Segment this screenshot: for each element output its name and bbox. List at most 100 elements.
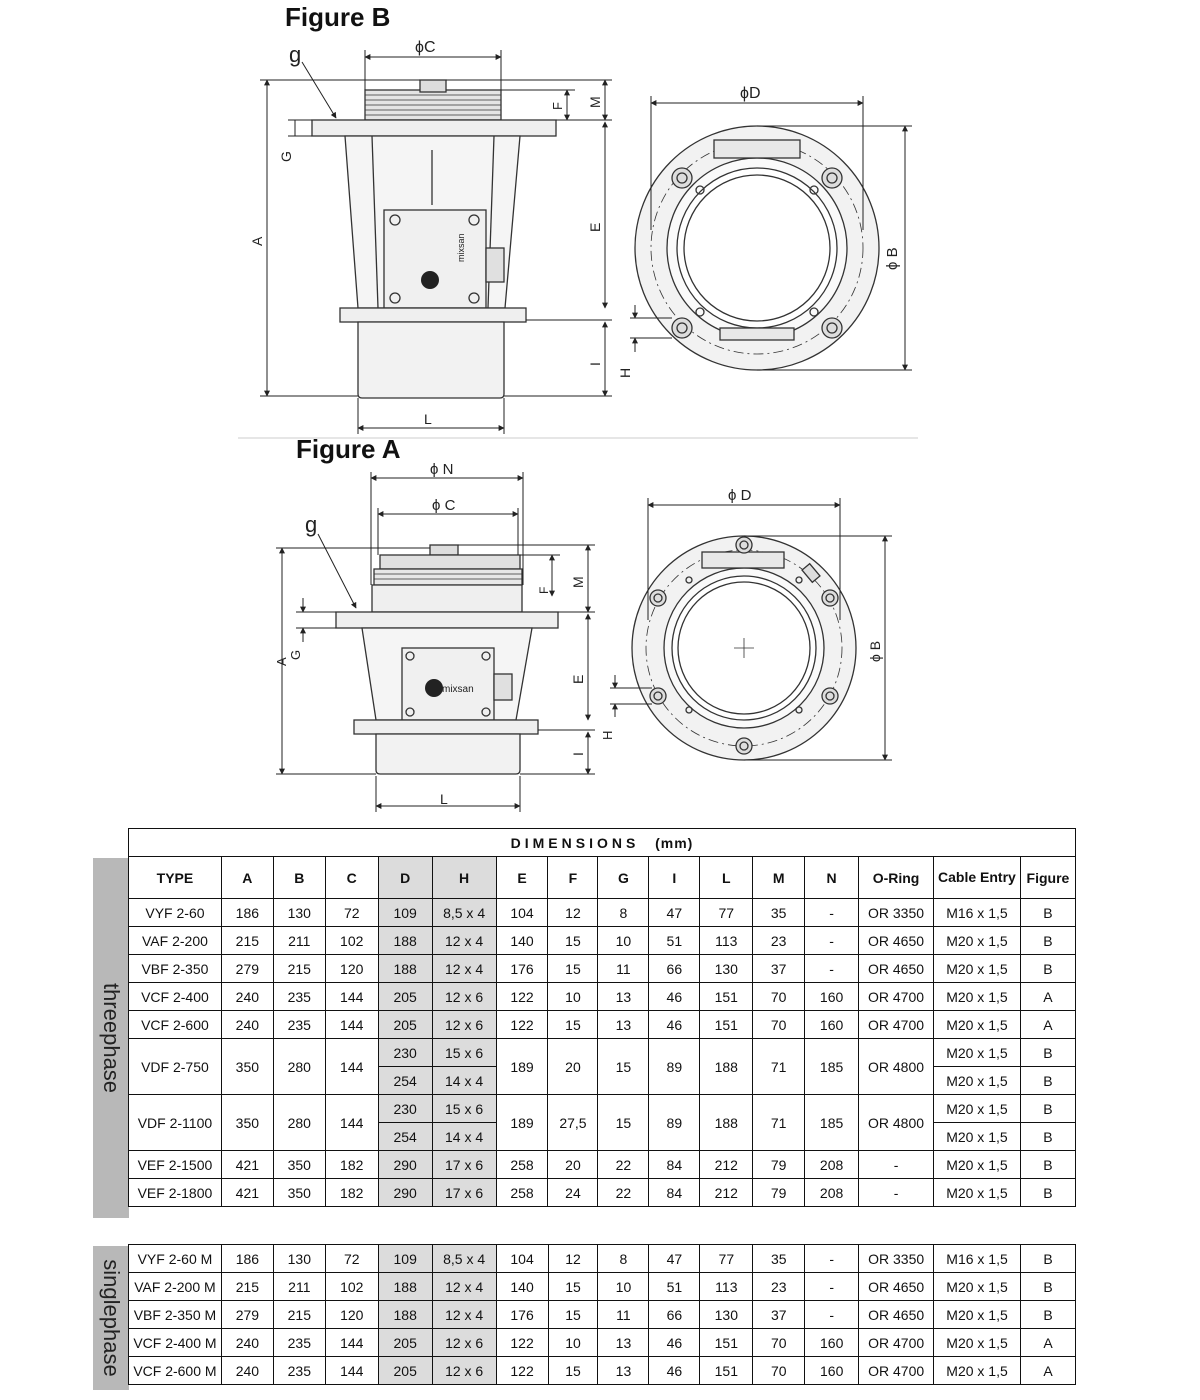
svg-text:mixsan: mixsan (442, 684, 474, 695)
table-cell: 188 (699, 1038, 754, 1095)
table-cell: 279 (220, 1300, 274, 1329)
table-cell: 122 (495, 1010, 549, 1039)
mixsan-logo: mixsan (421, 233, 466, 289)
table-cell: 15 (547, 1300, 599, 1329)
table-cell: 46 (648, 1010, 701, 1039)
table-cell: - (804, 954, 860, 983)
table-cell: 102 (324, 1272, 379, 1301)
table-cell: 144 (324, 1328, 379, 1357)
table-cell: 130 (699, 1300, 754, 1329)
table-cell: 212 (699, 1178, 754, 1207)
header-b: B (272, 856, 326, 899)
table-cell: 72 (324, 1244, 379, 1273)
table-cell: 160 (804, 982, 860, 1011)
table-cell: - (804, 926, 860, 955)
table-cell: 211 (272, 1272, 326, 1301)
figure-b-top-labels: ϕD ϕ B H (617, 85, 901, 378)
table-cell: 15 x 6 (431, 1038, 497, 1067)
table-cell: 10 (597, 1272, 650, 1301)
svg-text:A: A (249, 236, 265, 246)
table-cell: OR 4650 (858, 954, 934, 983)
table-cell: OR 4700 (858, 982, 934, 1011)
svg-text:M: M (587, 96, 603, 108)
table-cell: M16 x 1,5 (932, 898, 1021, 927)
table-cell: 176 (495, 954, 549, 983)
header-g: G (597, 856, 650, 899)
table-cell: 13 (597, 1356, 650, 1385)
table-cell: A (1019, 1328, 1077, 1357)
table-cell: 144 (324, 1356, 379, 1385)
table-cell: M20 x 1,5 (932, 954, 1021, 983)
table-cell: VBF 2-350 M (128, 1300, 222, 1329)
table-cell: 130 (699, 954, 754, 983)
table-cell: 205 (377, 1356, 433, 1385)
table-cell: 189 (495, 1094, 549, 1151)
table-cell: 23 (752, 1272, 806, 1301)
table-cell: M20 x 1,5 (932, 1150, 1021, 1179)
table-cell: OR 4800 (858, 1038, 934, 1095)
table-cell: 182 (324, 1150, 379, 1179)
header-f: F (547, 856, 599, 899)
table-cell: 120 (324, 954, 379, 983)
table-cell: 8,5 x 4 (431, 1244, 497, 1273)
table-cell: 113 (699, 1272, 754, 1301)
figure-a-title: Figure A (296, 434, 401, 464)
header-cable-entry: Cable Entry (932, 856, 1021, 899)
svg-text:E: E (587, 223, 603, 232)
table-cell: OR 3350 (858, 1244, 935, 1273)
table-cell: 350 (220, 1094, 274, 1151)
figure-a-top-dimensions (610, 498, 892, 761)
header-type: TYPE (128, 856, 222, 899)
table-cell: 13 (597, 1010, 650, 1039)
table-cell: M20 x 1,5 (933, 1272, 1021, 1301)
table-cell: OR 4700 (858, 1010, 934, 1039)
svg-text:I: I (587, 362, 603, 366)
figure-b-dimensions (260, 50, 612, 434)
table-cell: 151 (699, 1010, 754, 1039)
table-cell: 350 (220, 1038, 274, 1095)
table-cell: 22 (597, 1178, 650, 1207)
svg-text:g: g (289, 42, 301, 67)
table-cell: 140 (495, 926, 549, 955)
table-cell: 188 (377, 926, 433, 955)
table-cell: 140 (495, 1272, 549, 1301)
header-e: E (495, 856, 549, 899)
table-cell: 122 (495, 1328, 549, 1357)
table-cell: VCF 2-600 (128, 1010, 222, 1039)
svg-text:ϕ B: ϕ B (867, 641, 883, 662)
table-cell: M20 x 1,5 (933, 1328, 1021, 1357)
table-cell: 258 (495, 1178, 549, 1207)
table-cell: 240 (220, 982, 274, 1011)
table-cell: 215 (272, 954, 326, 983)
table-cell: - (858, 1178, 934, 1207)
table-cell: 208 (804, 1178, 860, 1207)
table-cell: - (858, 1150, 934, 1179)
svg-text:L: L (424, 411, 432, 427)
table-cell: - (804, 1244, 860, 1273)
table-cell: B (1019, 1094, 1077, 1123)
table-cell: 235 (272, 1356, 326, 1385)
table-cell: 160 (804, 1356, 860, 1385)
svg-text:F: F (537, 587, 551, 594)
figure-a-dimension-labels: ϕ N ϕ C g A G F M E I L (274, 461, 586, 807)
table-cell: VYF 2-60 (128, 898, 222, 927)
table-cell: 186 (220, 898, 274, 927)
table-cell: 15 (547, 1356, 599, 1385)
table-cell: 12 x 4 (431, 1272, 497, 1301)
table-cell: 79 (752, 1150, 806, 1179)
table-cell: - (804, 898, 860, 927)
table-cell: 12 x 6 (431, 1328, 497, 1357)
figure-a-side-view (335, 544, 559, 775)
table-cell: 188 (377, 1300, 433, 1329)
table-cell: 11 (597, 954, 650, 983)
svg-text:E: E (570, 675, 586, 684)
header-c: C (324, 856, 379, 899)
table-cell: 215 (220, 1272, 274, 1301)
